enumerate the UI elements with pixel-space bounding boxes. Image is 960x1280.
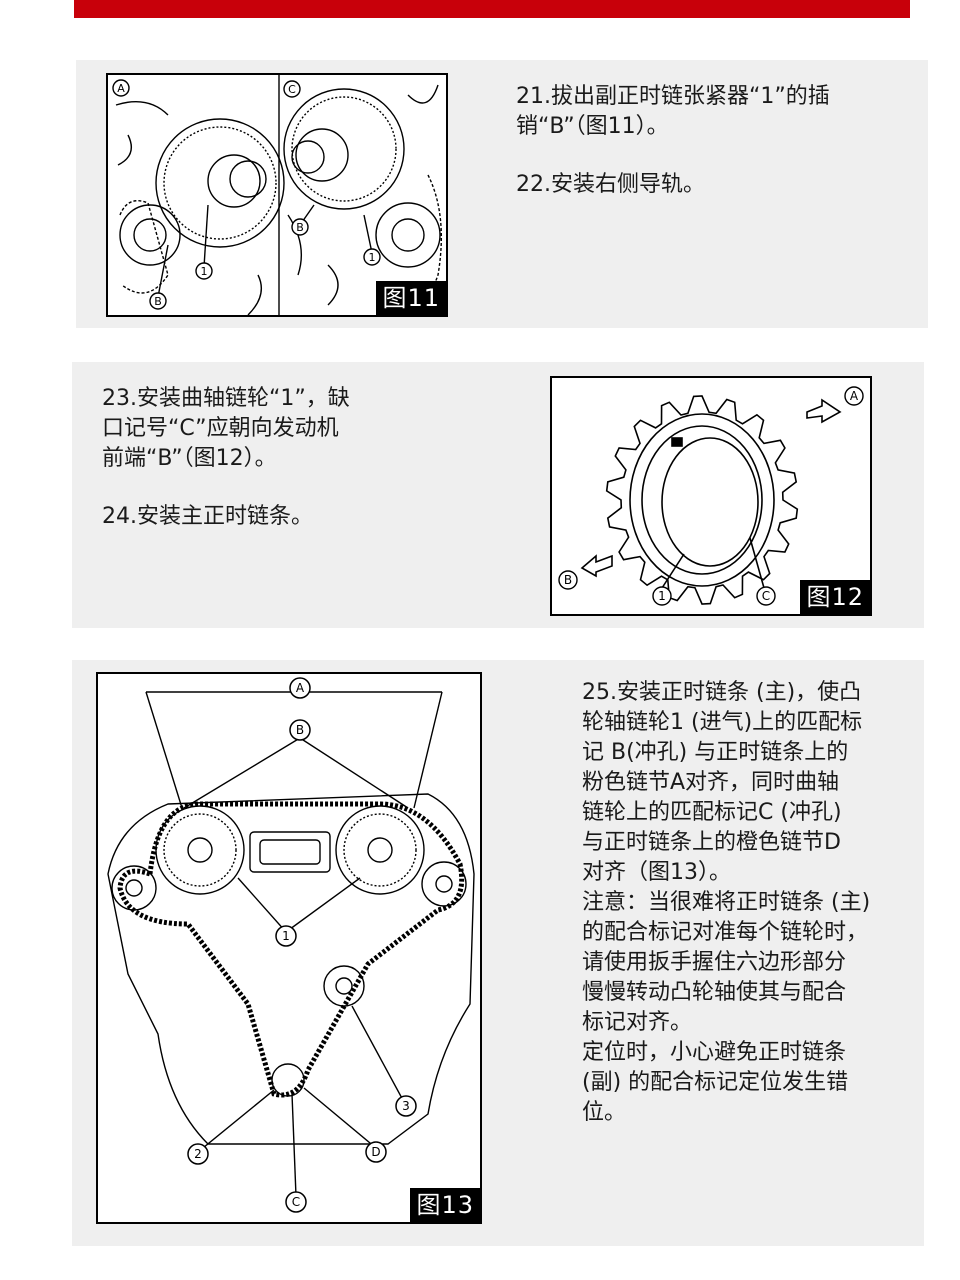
fig11-callout-b-right: B [296, 221, 304, 234]
fig13-callout-1: 1 [282, 929, 290, 943]
fig13-callout-2: 2 [194, 1147, 202, 1161]
figure-12-drawing: A B 1 C [558, 386, 864, 606]
step-23-line-2: 口记号“C”应朝向发动机 [102, 416, 339, 441]
step-22-text: 22.安装右侧导轨。 [516, 172, 705, 197]
figure-11: A C B 1 B 1 图11 [106, 73, 448, 317]
fig12-callout-a: A [850, 389, 859, 403]
figure-13-drawing: A B 1 3 2 D C [107, 677, 475, 1213]
fig12-callout-1: 1 [658, 589, 666, 603]
figure-12: A B 1 C 图12 [550, 376, 872, 616]
fig13-callout-c: C [292, 1195, 300, 1209]
step-25-line-6: 与正时链条上的橙色链节D [582, 830, 841, 855]
step-21-line-1: 21.拔出副正时链张紧器“1”的插 [516, 84, 830, 109]
step-12-text: 23.安装曲轴链轮“1”，缺 口记号“C”应朝向发动机 前端“B”（图12）。 … [102, 384, 432, 532]
step-23-line-3: 前端“B”（图12）。 [102, 446, 277, 471]
step-21-line-2: 销“B”（图11）。 [516, 114, 669, 139]
step-13-text: 25.安装正时链条 (主)，使凸 轮轴链轮1 (进气)上的匹配标 记 B(冲孔)… [582, 678, 912, 1128]
note-line-4: 慢慢转动凸轮轴使其与配合 [582, 980, 847, 1005]
step-25-line-1: 25.安装正时链条 (主)，使凸 [582, 680, 862, 705]
figure-13-label: 图13 [410, 1188, 480, 1222]
fig11-callout-b-left: B [154, 295, 162, 308]
step-12-panel: 23.安装曲轴链轮“1”，缺 口记号“C”应朝向发动机 前端“B”（图12）。 … [72, 362, 924, 628]
fig11-callout-a: A [117, 82, 125, 95]
note-line-8: 位。 [582, 1100, 627, 1125]
fig12-callout-b: B [564, 573, 572, 587]
note-line-2: 的配合标记对准每个链轮时， [582, 920, 869, 945]
fig11-callout-1-left: 1 [201, 265, 208, 278]
fig12-callout-c: C [762, 589, 770, 603]
step-11-text: 21.拔出副正时链张紧器“1”的插 销“B”（图11）。 22.安装右侧导轨。 [516, 82, 916, 200]
step-25-line-5: 链轮上的匹配标记C (冲孔) [582, 800, 842, 825]
top-accent-bar [74, 0, 910, 18]
fig11-callout-1-right: 1 [369, 251, 376, 264]
step-25-line-2: 轮轴链轮1 (进气)上的匹配标 [582, 710, 863, 735]
step-25-line-4: 粉色链节A对齐，同时曲轴 [582, 770, 840, 795]
step-25-line-7: 对齐（图13）。 [582, 860, 731, 885]
note-line-1: 注意：当很难将正时链条 (主) [582, 890, 871, 915]
step-23-line-1: 23.安装曲轴链轮“1”，缺 [102, 386, 350, 411]
note-line-5: 标记对齐。 [582, 1010, 693, 1035]
figure-11-label: 图11 [376, 281, 446, 315]
figure-11-drawing: A C B 1 B 1 [112, 75, 443, 315]
figure-13: A B 1 3 2 D C 图13 [96, 672, 482, 1224]
fig13-callout-b: B [296, 723, 304, 737]
step-24-text: 24.安装主正时链条。 [102, 504, 313, 529]
fig11-callout-c: C [288, 83, 296, 96]
step-11-panel: A C B 1 B 1 图11 21.拔出副正时链张紧器“1”的插 销“B”（图… [76, 60, 928, 328]
fig13-callout-3: 3 [402, 1099, 410, 1113]
figure-12-label: 图12 [800, 580, 870, 614]
fig13-callout-d: D [371, 1145, 380, 1159]
step-25-line-3: 记 B(冲孔) 与正时链条上的 [582, 740, 849, 765]
step-13-panel: A B 1 3 2 D C 图13 25.安装正时链条 (主)，使凸 轮轴链轮1… [72, 660, 924, 1246]
note-line-7: (副) 的配合标记定位发生错 [582, 1070, 849, 1095]
note-line-6: 定位时，小心避免正时链条 [582, 1040, 847, 1065]
fig13-callout-a: A [296, 681, 305, 695]
note-line-3: 请使用扳手握住六边形部分 [582, 950, 847, 975]
